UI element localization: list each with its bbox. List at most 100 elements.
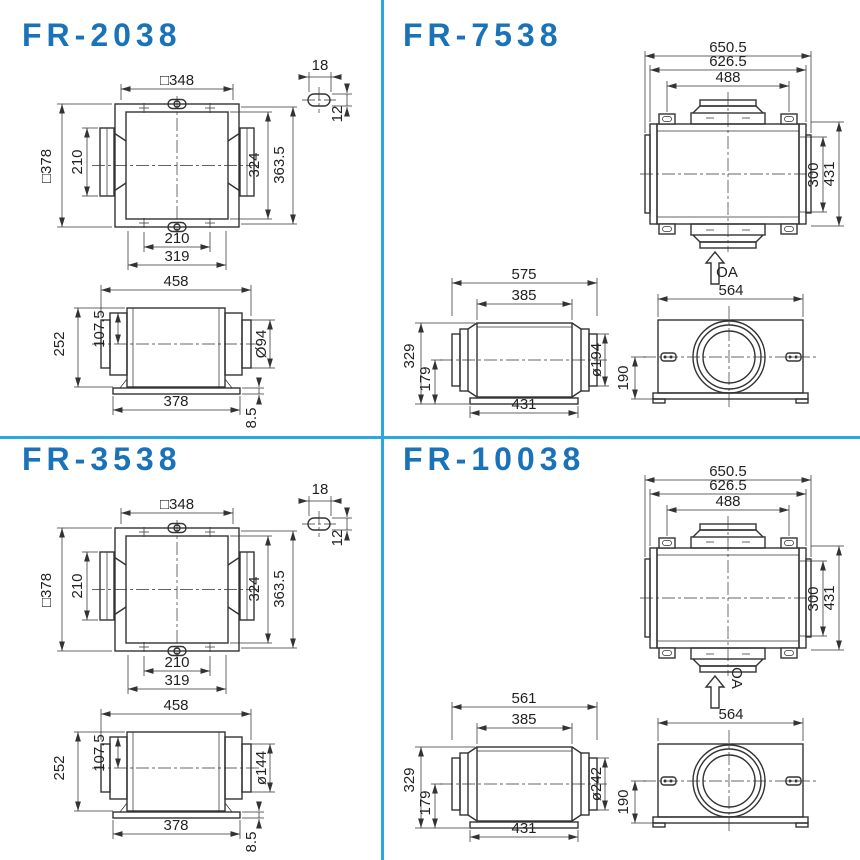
dim-label-side-collar-dia: ø242 xyxy=(588,767,605,801)
dim-label-side-collar-dia: ø194 xyxy=(588,343,605,377)
dim-label-body-height: 431 xyxy=(821,585,838,610)
top-view-centerlines xyxy=(92,96,262,235)
dim-label-key-slot-width: 18 xyxy=(312,57,329,74)
vertical-divider xyxy=(381,0,384,860)
dim-collar-width xyxy=(666,81,790,112)
dim-base-thickness xyxy=(242,377,264,405)
end-view-outline xyxy=(643,306,817,408)
dim-label-side-width: 458 xyxy=(163,273,188,290)
dim-overall xyxy=(57,103,112,228)
dim-inner-height xyxy=(230,111,272,220)
side-view-outline xyxy=(440,322,610,405)
dim-label-side-width: 458 xyxy=(163,697,188,714)
dim-label-mount-height: 363.5 xyxy=(271,146,288,184)
dim-body-height xyxy=(811,121,844,227)
dim-mount-width xyxy=(127,231,227,270)
fr2038-drawing: FR-2038 xyxy=(22,17,352,428)
dim-label-side-body-width: 385 xyxy=(511,287,536,304)
dim-end-axis-height xyxy=(631,356,653,400)
dim-label-side-base-width: 431 xyxy=(511,820,536,837)
model-title: FR-10038 xyxy=(403,441,585,477)
dim-label-side-width: 561 xyxy=(511,690,536,707)
dim-label-duct-opening: □348 xyxy=(160,496,194,513)
dim-label-flange-height: 210 xyxy=(69,573,86,598)
dim-label-duct-opening: □348 xyxy=(160,72,194,89)
dim-label-overall-width: 650.5 xyxy=(709,39,747,56)
dim-label-collar-dia: ø144 xyxy=(253,751,270,785)
dim-mount-height xyxy=(241,106,297,225)
side-view-outline xyxy=(92,307,260,395)
dim-side-overall-height xyxy=(415,322,475,405)
model-title: FR-2038 xyxy=(22,17,182,53)
dim-label-overall-width: 650.5 xyxy=(709,463,747,480)
dim-label-mount-spacing: 210 xyxy=(164,654,189,671)
dim-label-base-thickness: 8.5 xyxy=(243,832,260,853)
fr7538-dimension-labels: 650.5 626.5 488 300 431 OA 575 385 329 1… xyxy=(401,39,838,413)
dim-label-end-axis-height: 190 xyxy=(615,789,632,814)
dim-label-inner-height: 324 xyxy=(246,576,263,601)
dim-label-collar-width: 488 xyxy=(715,69,740,86)
dim-label-side-axis-height: 179 xyxy=(417,366,434,391)
plate-marks xyxy=(706,117,750,231)
left-duct-collar xyxy=(99,127,127,197)
dim-flange-width xyxy=(649,65,807,122)
dim-label-inner-height: 300 xyxy=(805,162,822,187)
dim-base-width xyxy=(112,396,241,415)
dim-label-inner-height: 324 xyxy=(246,152,263,177)
dim-label-base-width: 378 xyxy=(163,817,188,834)
dim-label-side-height: 252 xyxy=(51,331,68,356)
dim-overall-width xyxy=(644,51,812,133)
dim-duct-opening xyxy=(120,84,234,100)
dim-label-side-body-width: 385 xyxy=(511,711,536,728)
dim-label-key-slot-height: 12 xyxy=(329,530,346,547)
duct-unit-geometry-reuse xyxy=(415,475,844,842)
fr7538-drawing: FR-7538 xyxy=(401,17,844,418)
dim-label-side-height: 329 xyxy=(401,767,418,792)
dim-label-collar-dia: Ø94 xyxy=(253,330,270,358)
dim-label-side-axis-height: 179 xyxy=(417,790,434,815)
fr10038-dimension-labels: 650.5 626.5 488 300 431 OA 561 385 329 1… xyxy=(401,463,838,837)
airflow-arrow xyxy=(704,250,726,285)
dim-label-body-height: 431 xyxy=(821,161,838,186)
model-title: FR-3538 xyxy=(22,441,182,477)
dim-label-side-height: 329 xyxy=(401,343,418,368)
dim-label-base-thickness: 8.5 xyxy=(243,408,260,429)
fr3538-drawing: FR-3538 □348 □378 210 324 363.5 210 319 … xyxy=(22,441,382,852)
dim-label-mount-height: 363.5 xyxy=(271,570,288,608)
fr3538-dimension-labels: □348 □378 210 324 363.5 210 319 18 12 45… xyxy=(38,481,346,852)
model-title: FR-7538 xyxy=(403,17,563,53)
dim-label-end-width: 564 xyxy=(718,706,743,723)
dim-label-key-slot-height: 12 xyxy=(329,106,346,123)
dim-label-end-width: 564 xyxy=(718,282,743,299)
fr2038-dimension-labels: □348 □378 210 324 363.5 210 319 18 12 45… xyxy=(38,57,346,428)
dim-label-mount-width: 319 xyxy=(164,248,189,265)
dim-label-base-width: 378 xyxy=(163,393,188,410)
fr10038-drawing: FR-10038 650.5 626.5 488 300 431 OA 561 … xyxy=(401,441,860,860)
airflow-label: OA xyxy=(716,264,738,281)
top-view-centerlines xyxy=(640,92,818,252)
dim-inner-height xyxy=(800,136,827,213)
dim-side-body-height xyxy=(74,307,125,388)
dim-label-axis-height: 107.5 xyxy=(91,310,108,348)
dim-label-collar-width: 488 xyxy=(715,493,740,510)
horizontal-divider xyxy=(0,436,860,439)
dim-label-overall: □378 xyxy=(38,573,55,607)
dim-side-overall-width xyxy=(451,278,598,316)
dim-label-side-height: 252 xyxy=(51,755,68,780)
dim-label-flange-width: 626.5 xyxy=(709,53,747,70)
dim-label-inner-height: 300 xyxy=(805,586,822,611)
dim-label-flange-width: 626.5 xyxy=(709,477,747,494)
dim-side-body-width xyxy=(476,299,573,320)
dim-collar-dia xyxy=(251,319,275,369)
dim-label-mount-spacing: 210 xyxy=(164,230,189,247)
dim-label-side-width: 575 xyxy=(511,266,536,283)
dim-side-overall-width xyxy=(100,285,252,316)
dim-label-axis-height: 107.5 xyxy=(91,734,108,772)
dim-end-width xyxy=(657,294,804,317)
square-unit-geometry-reuse xyxy=(57,496,352,839)
dim-label-mount-width: 319 xyxy=(164,672,189,689)
dim-label-key-slot-width: 18 xyxy=(312,481,329,498)
dim-flange-height xyxy=(82,127,98,197)
dim-label-overall: □378 xyxy=(38,149,55,183)
right-duct-collar xyxy=(227,127,255,197)
